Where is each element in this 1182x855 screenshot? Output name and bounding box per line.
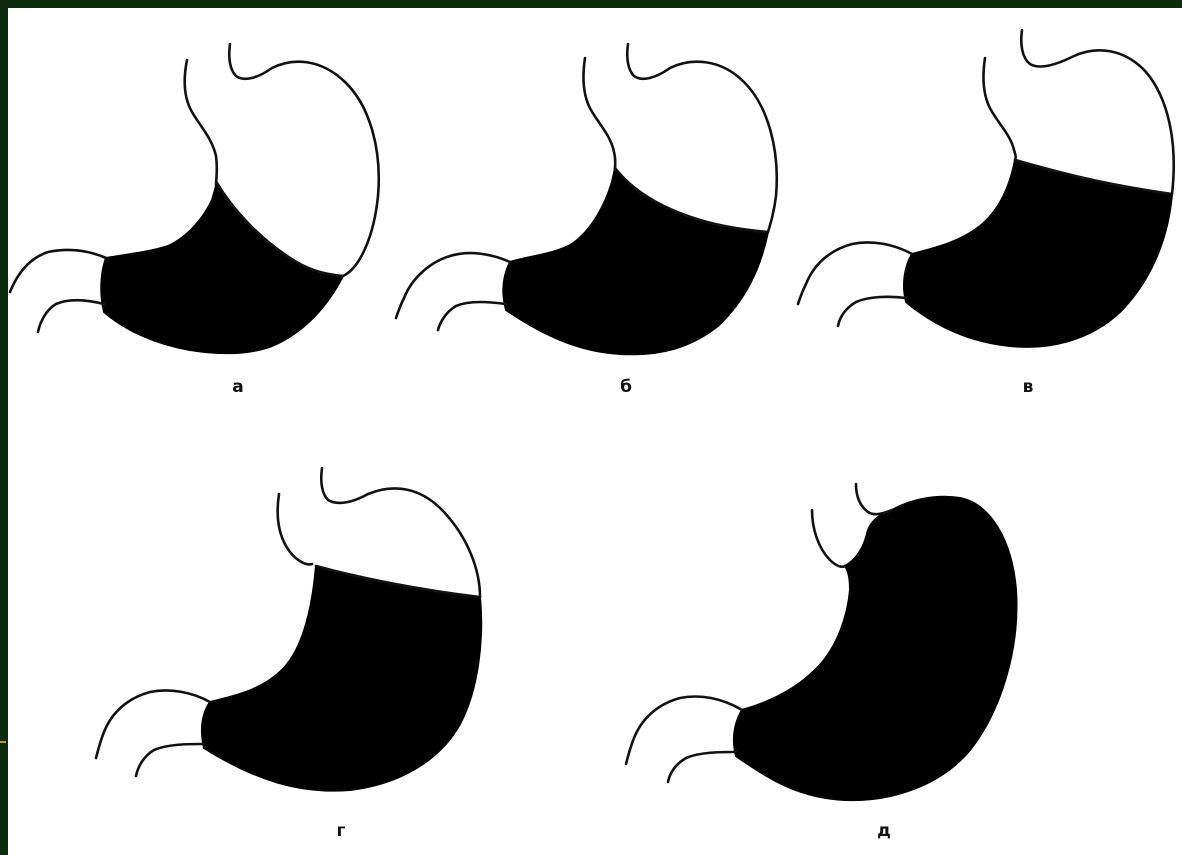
caption-d: д xyxy=(877,821,891,841)
caption-a: а xyxy=(232,377,243,397)
stomach-figure-g xyxy=(96,468,481,791)
caption-v: в xyxy=(1023,377,1034,397)
caption-g: г xyxy=(337,821,346,841)
stomach-figure-b xyxy=(396,44,777,354)
stomach-figure-a xyxy=(10,44,379,353)
stomach-figure-v xyxy=(798,30,1174,347)
caption-b: б xyxy=(620,377,632,397)
stomach-figure-d xyxy=(626,484,1017,800)
